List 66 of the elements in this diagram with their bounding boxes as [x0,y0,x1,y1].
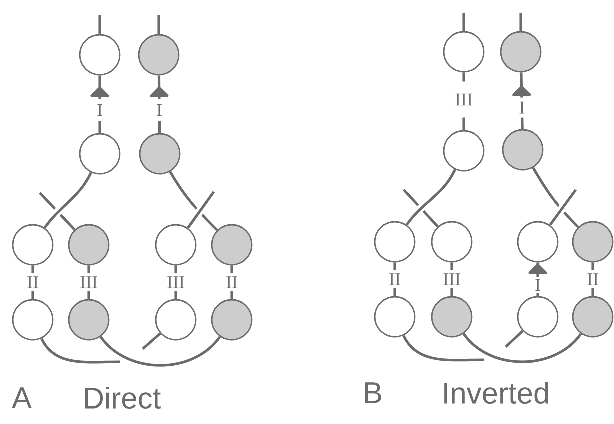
arrow [528,261,548,298]
circle [374,221,416,263]
strand-line [187,191,216,229]
edge-label: II [388,270,402,288]
arrow [150,74,169,135]
arrow [512,71,532,131]
strand-line [142,332,162,350]
edge-label: II [586,270,600,288]
circle [12,299,54,341]
edge-label: I [518,98,526,118]
circle [68,224,110,266]
circle [155,224,197,266]
arrow [90,74,110,135]
circle [12,224,54,266]
strand-line [100,336,222,367]
strand-line [40,338,120,364]
strand-line [462,13,466,32]
strand-line [169,171,218,232]
strand-line [44,172,93,229]
strand-line [505,330,524,348]
circle [572,221,614,263]
circle [500,31,542,73]
panel-letter: A [12,388,32,408]
strand-line [402,335,484,362]
panel-title: Direct [85,387,161,410]
edge-label: II [225,274,239,292]
strand-line [98,15,102,34]
strand-line [462,333,582,364]
edge-label: II [26,274,40,292]
edge-label: III [442,270,462,288]
circle [138,34,180,76]
circle [139,133,181,175]
strand-line [406,169,457,226]
circle [211,224,253,266]
circle [431,221,473,263]
strand-line [532,167,580,228]
circle [374,296,416,338]
panel-title: Inverted [444,382,548,404]
edge-label: I [156,99,164,122]
circle [517,221,559,263]
strand-line [403,189,439,228]
edge-label: III [79,274,99,292]
circle [502,129,544,171]
circle [443,31,485,73]
edge-label: I [534,277,542,294]
circle [431,296,473,338]
circle [155,299,197,341]
circle [68,299,110,341]
strand-line [158,15,160,34]
edge-label: III [454,82,474,118]
strand-line [520,13,522,32]
edge-label: I [96,99,104,122]
circle [79,34,121,76]
circle [517,296,559,338]
circle [211,299,253,341]
strand-line [39,192,76,231]
strand-line [549,189,578,226]
circle [572,296,614,338]
circle [79,133,121,175]
strand-line [230,266,234,300]
panel-letter: B [365,382,382,404]
edge-label: III [166,274,186,292]
circle [443,130,485,172]
strand-line [592,262,594,296]
strand-line [394,262,396,296]
strand-line [32,266,34,300]
